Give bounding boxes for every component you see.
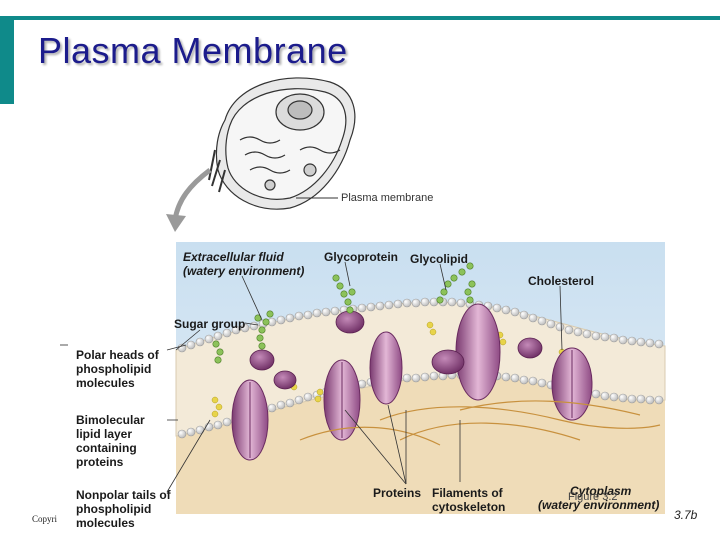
label-polar-heads-2: phospholipid — [76, 362, 152, 376]
label-cytoplasm-1: Cytoplasm — [570, 484, 632, 498]
label-proteins: Proteins — [373, 486, 422, 500]
label-glycolipid: Glycolipid — [410, 252, 469, 266]
label-nonpolar-1: Nonpolar tails of — [76, 488, 171, 502]
label-glycoprotein: Glycoprotein — [324, 250, 399, 264]
label-filaments-2: cytoskeleton — [432, 500, 506, 514]
zoom-arrowhead — [166, 214, 186, 232]
label-cholesterol: Cholesterol — [528, 274, 595, 288]
accent-bar-top — [14, 16, 720, 20]
leader-lines — [166, 261, 563, 493]
label-nonpolar-2: phospholipid — [76, 502, 152, 516]
cytoskeleton-filaments — [299, 400, 661, 446]
label-plasma-membrane: Plasma membrane — [341, 192, 434, 204]
label-extracellular-fluid: Extracellular fluid — [183, 250, 284, 264]
label-bimolecular-1: Bimolecular — [76, 413, 145, 427]
peripheral-proteins — [249, 310, 543, 390]
label-cytoplasm-2: (watery environment) — [538, 498, 660, 512]
label-polar-heads-3: molecules — [76, 376, 135, 390]
sugar-chains — [212, 262, 476, 364]
copyright-text: Copyri — [32, 514, 58, 524]
label-extracellular-env: (watery environment) — [183, 264, 305, 278]
cell-sketch — [208, 77, 356, 210]
slide-title: Plasma Membrane — [38, 30, 348, 71]
label-filaments-1: Filaments of — [432, 486, 503, 500]
label-bimolecular-3: containing — [76, 441, 137, 455]
label-nonpolar-3: molecules — [76, 516, 135, 530]
accent-bar-left — [0, 16, 14, 104]
zoom-arrow — [172, 168, 212, 221]
figure-number: 3.7b — [674, 508, 698, 522]
integral-proteins — [231, 303, 593, 461]
label-polar-heads-1: Polar heads of — [76, 348, 159, 362]
label-sugar-group: Sugar group — [174, 317, 246, 331]
label-bimolecular-2: lipid layer — [76, 427, 133, 441]
label-bimolecular-4: proteins — [76, 455, 124, 469]
figure-ref: Figure 3.2 — [568, 491, 618, 503]
